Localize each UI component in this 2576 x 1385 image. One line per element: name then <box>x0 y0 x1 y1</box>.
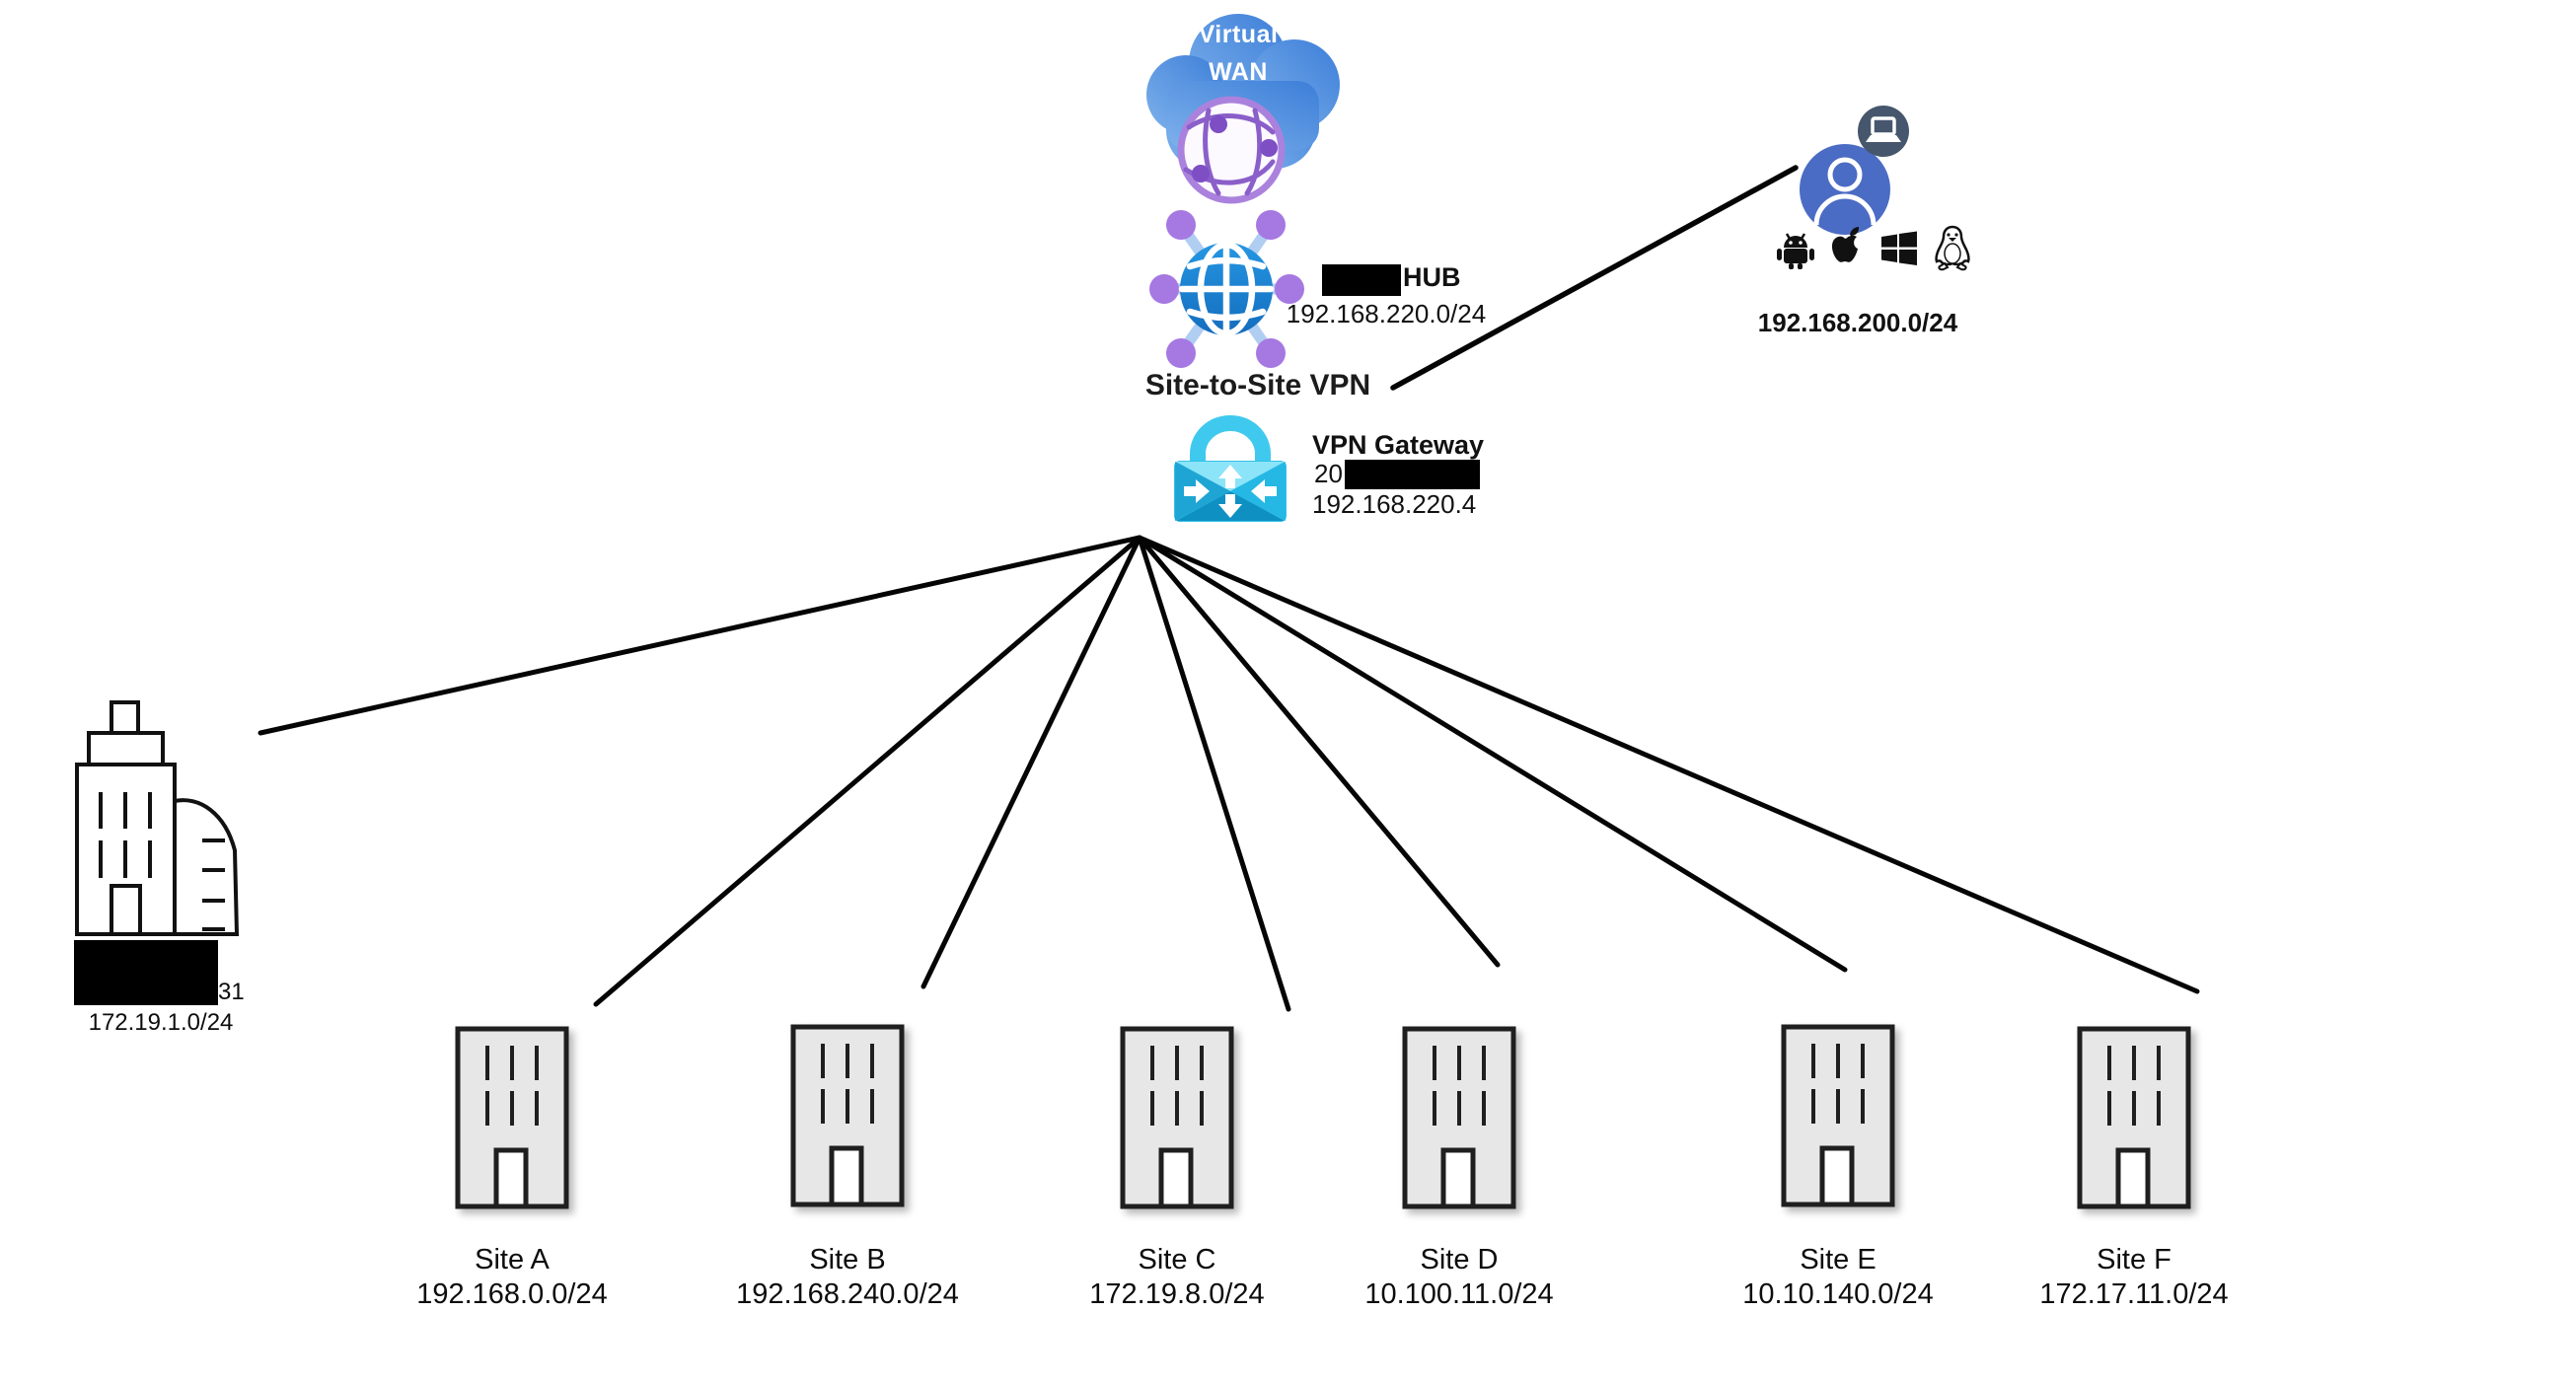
site-d-label: Site D 10.100.11.0/24 <box>1301 1243 1617 1312</box>
site-d-subnet: 10.100.11.0/24 <box>1364 1278 1554 1310</box>
virtual-wan-globe-icon <box>1177 96 1286 204</box>
hub-label: HUB <box>1403 262 1461 292</box>
site-e-building-icon <box>1781 1024 1895 1207</box>
android-icon <box>1777 233 1814 269</box>
vpn-line-site-e <box>1137 535 1848 973</box>
vpn-line-site-b <box>920 535 1142 989</box>
site-b-building-icon <box>790 1024 905 1207</box>
site-c-building-icon <box>1120 1026 1234 1209</box>
vpn-line-site-f <box>1137 535 2200 994</box>
vpn-gateway-public-ip-prefix: 20 <box>1314 459 1343 488</box>
vpn-line-hq <box>258 535 1142 736</box>
hub-name-redaction <box>1322 264 1401 296</box>
site-f-building-icon <box>2077 1026 2191 1209</box>
site-c-label: Site C 172.19.8.0/24 <box>1019 1243 1335 1312</box>
apple-icon <box>1831 227 1860 262</box>
site-a-label: Site A 192.168.0.0/24 <box>354 1243 670 1312</box>
vpn-gateway-ip-redaction <box>1344 460 1480 489</box>
vpn-gateway-icon <box>1174 415 1287 522</box>
p2s-line-user <box>1390 165 1799 391</box>
site-a-name: Site A <box>475 1244 550 1276</box>
windows-icon <box>1881 231 1917 265</box>
hq-name-redaction <box>74 940 218 1005</box>
site-b-label: Site B 192.168.240.0/24 <box>690 1243 1005 1312</box>
hq-building-icon <box>75 700 240 936</box>
vpn-gateway-private-ip: 192.168.220.4 <box>1312 489 1477 519</box>
site-a-subnet: 192.168.0.0/24 <box>416 1278 608 1310</box>
site-d-building-icon <box>1402 1026 1516 1209</box>
vpn-line-site-c <box>1137 535 1291 1012</box>
hub-spoke-dots <box>1149 210 1304 368</box>
virtual-wan-cloud-icon <box>1146 14 1340 204</box>
site-b-subnet: 192.168.240.0/24 <box>736 1278 959 1310</box>
vpn-line-site-d <box>1137 535 1501 968</box>
site-e-subnet: 10.10.140.0/24 <box>1742 1278 1934 1310</box>
site-c-subnet: 172.19.8.0/24 <box>1089 1278 1265 1310</box>
virtual-wan-title-line1: Virtual <box>1198 21 1279 48</box>
site-e-label: Site E 10.10.140.0/24 <box>1680 1243 1996 1312</box>
hq-subnet: 172.19.1.0/24 <box>88 1009 234 1036</box>
site-d-name: Site D <box>1420 1244 1499 1276</box>
lock-arrows-icon <box>1184 465 1277 518</box>
site-c-name: Site C <box>1138 1244 1216 1276</box>
site-a-building-icon <box>455 1026 569 1209</box>
site-f-name: Site F <box>2097 1244 2171 1276</box>
virtual-wan-title-line2: WAN <box>1209 58 1268 86</box>
p2s-subnet: 192.168.200.0/24 <box>1757 308 1958 337</box>
vpn-gateway-label: VPN Gateway <box>1312 430 1485 460</box>
remote-user-icon <box>1800 144 1890 235</box>
site-to-site-vpn-label: Site-to-Site VPN <box>1144 369 1371 401</box>
vpn-line-site-a <box>593 535 1142 1007</box>
site-e-name: Site E <box>1800 1244 1877 1276</box>
vpn-gateway-public-ip: 20 <box>1314 459 1480 489</box>
laptop-badge-icon <box>1858 106 1909 157</box>
hq-visible-suffix: 31 <box>218 979 245 1005</box>
virtual-hub-icon <box>1149 210 1304 368</box>
linux-icon <box>1935 225 1970 271</box>
site-f-label: Site F 172.17.11.0/24 <box>1976 1243 2292 1312</box>
site-b-name: Site B <box>809 1244 886 1276</box>
hub-subnet: 192.168.220.0/24 <box>1286 299 1487 328</box>
site-f-subnet: 172.17.11.0/24 <box>2039 1278 2229 1310</box>
